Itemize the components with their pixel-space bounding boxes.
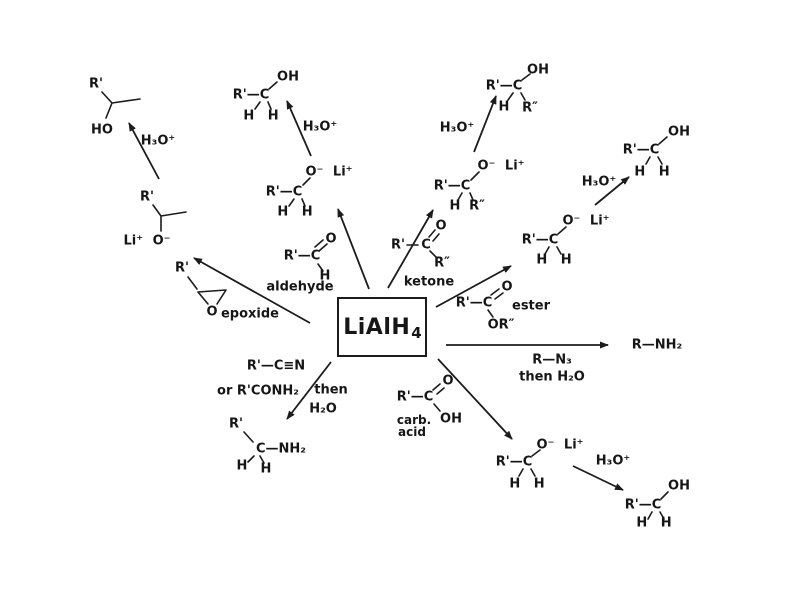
ketone-intermediate-formula: R'—C [433,178,471,194]
ketone-product-r2: R″ [522,100,538,116]
azide-reagent: R—N₃ [532,352,572,368]
ketone-substrate-r2: R″ [434,255,450,271]
aldehyde-substrate-formula: R'—C [283,248,321,264]
acid-intermediate-bonds [518,449,541,477]
ester-product-oh: OH [668,124,690,140]
ketone-product-formula: R'—C [485,78,523,94]
arrow-to-ketone-adduct [387,209,434,289]
ester-product-formula: R'—C [622,142,660,158]
ketone-substrate-c: C [421,237,431,253]
nitrile-product-h1: H [236,458,248,474]
arrow-ketone-hydrolysis [473,95,497,153]
ester-intermediate-ion: O⁻ Li⁺ [562,213,610,229]
azide-condition: then H₂O [519,369,585,385]
ketone-product-bonds [507,73,531,101]
epoxide-product-r: R' [89,76,103,92]
ketone-substrate-o: O [435,218,447,234]
aldehyde-intermediate-hh: H H [277,204,313,220]
lialh4-formula: LiAlH [343,314,411,340]
ester-hydronium-label: H₃O⁺ [581,174,617,190]
arrow-to-nitrile-amine [286,361,332,420]
aldehyde-intermediate-ion: O⁻ Li⁺ [305,164,353,180]
ester-substrate-o: O [501,279,513,295]
ester-substrate-formula: R'—C [455,295,493,311]
epoxide-product-ho: HO [91,122,113,138]
ester-intermediate-hh: H H [536,252,572,268]
ester-substrate-or2: OR″ [487,317,515,333]
arrow-acid-hydrolysis [572,465,624,491]
aldehyde-intermediate-formula: R'—C [265,184,303,200]
epoxide-substrate-bonds [187,276,227,305]
arrow-to-epoxide-adduct [193,257,311,324]
ester-substrate-bonds [487,288,504,318]
ester-label: ester [512,298,550,314]
epoxide-intermediate-r: R' [140,189,154,205]
acid-product-oh: OH [668,478,690,494]
nitrile-substrate: R'—C≡N [246,358,306,374]
ketone-intermediate-r2: R″ [469,198,485,214]
ester-intermediate-formula: R'—C [521,232,559,248]
epoxide-substrate-r: R' [175,260,189,276]
acid-substrate-formula: R'—C [396,389,434,405]
nitrile-substrate-alt: or R'CONH₂ [217,383,299,399]
ester-intermediate-bonds [544,226,567,255]
ketone-product-oh: OH [527,62,549,78]
ketone-substrate-r: R' [391,237,405,253]
arrow-to-ester-adduct [435,265,512,308]
nitrile-condition-then: then [314,382,348,398]
aldehyde-product-formula: R'—C [232,87,270,103]
acid-intermediate-formula: R'—C [495,454,533,470]
ketone-hydronium-label: H₃O⁺ [439,120,475,136]
nitrile-product-h2: H [260,461,272,477]
acid-hydronium-label: H₃O⁺ [595,453,631,469]
epoxide-intermediate-ion: Li⁺ O⁻ [123,233,171,249]
ketone-label: ketone [403,274,455,290]
aldehyde-product-oh: OH [277,69,299,85]
aldehyde-substrate-h: H [319,268,331,284]
epoxide-intermediate-bonds [152,204,187,232]
ester-product-bonds [645,136,668,165]
arrow-to-acid-adduct [437,358,513,440]
azide-product: R—NH₂ [631,337,683,353]
lialh4-subscript: 4 [411,324,422,342]
nitrile-product-r: R' [229,416,243,432]
ketone-intermediate-h: H [449,198,461,214]
acid-intermediate-ion: O⁻ Li⁺ [536,437,584,453]
nitrile-product-bonds [243,431,265,464]
acid-label-line2: acid [398,425,426,439]
ester-product-hh: H H [634,164,670,180]
epoxide-hydronium-label: H₃O⁺ [140,133,176,149]
acid-intermediate-hh: H H [509,476,545,492]
arrow-aldehyde-hydrolysis [286,100,312,157]
arrow-ester-hydrolysis [594,176,630,206]
aldehyde-label: aldehyde [266,279,334,295]
ketone-intermediate-ion: O⁻ Li⁺ [477,158,525,174]
acid-product-formula: R'—C [624,497,662,513]
arrow-to-aldehyde-adduct [337,208,370,290]
epoxide-label: epoxide [220,306,280,322]
aldehyde-substrate-o: O [325,231,337,247]
aldehyde-product-hh: H H [243,108,279,124]
acid-substrate-oh: OH [440,411,462,427]
aldehyde-substrate-bonds [314,239,328,272]
aldehyde-hydronium-label: H₃O⁺ [302,119,338,135]
aldehyde-intermediate-bonds [288,177,311,207]
ketone-product-h: H [498,99,510,115]
ketone-intermediate-bonds [457,171,480,201]
nitrile-product-cnh2: C—NH₂ [256,441,306,457]
nitrile-condition-water: H₂O [309,401,337,417]
arrow-epoxide-hydrolysis [128,122,160,180]
epoxide-product-bonds [101,91,141,119]
acid-substrate-bonds [432,383,445,412]
acid-label-line1: carb. [396,413,432,427]
acid-product-bonds [647,491,669,520]
acid-substrate-o: O [442,373,454,389]
acid-product-hh: H H [636,515,672,531]
aldehyde-product-bonds [254,81,278,110]
epoxide-substrate-o: O [206,304,218,320]
